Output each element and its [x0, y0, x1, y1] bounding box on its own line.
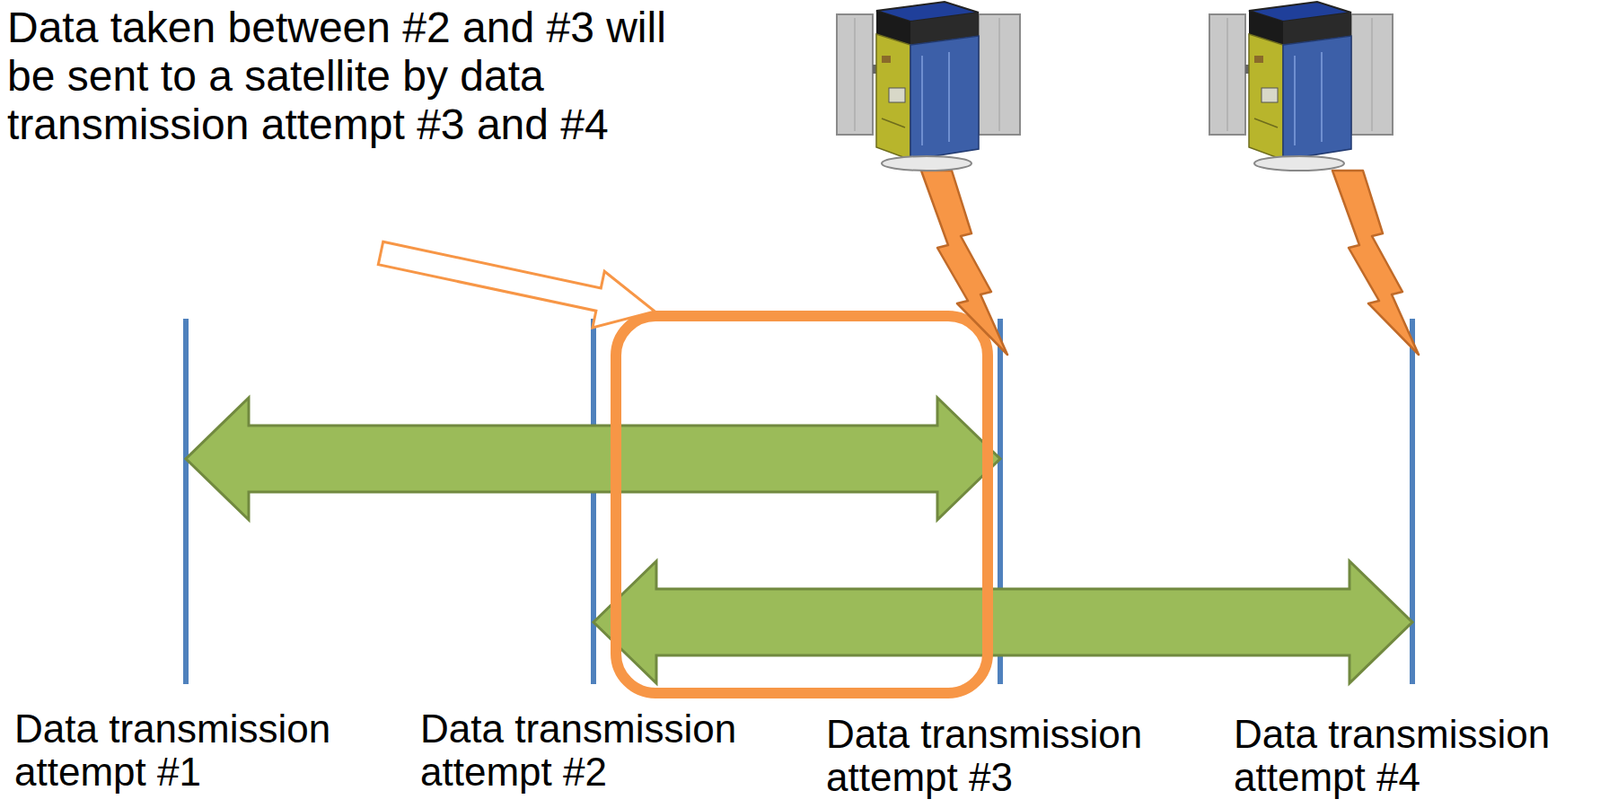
attempt-label: Data transmission attempt #1: [14, 707, 374, 795]
callout-arrow: [374, 225, 660, 340]
highlight-box: [615, 316, 988, 694]
attempt-label: Data transmission attempt #3: [826, 712, 1186, 800]
satellite: [836, 1, 1020, 171]
lightning-bolt: [921, 170, 1008, 355]
time-marker: [185, 318, 1413, 685]
interval-arrow: [185, 397, 1001, 520]
attempt-label: Data transmission attempt #4: [1233, 712, 1593, 800]
interval-arrow: [593, 561, 1413, 684]
attempt-label: Data transmission attempt #2: [420, 707, 780, 795]
lightning-bolt: [1332, 170, 1419, 355]
satellite: [1209, 1, 1393, 171]
callout-note: Data taken between #2 and #3 will be sen…: [7, 3, 699, 149]
